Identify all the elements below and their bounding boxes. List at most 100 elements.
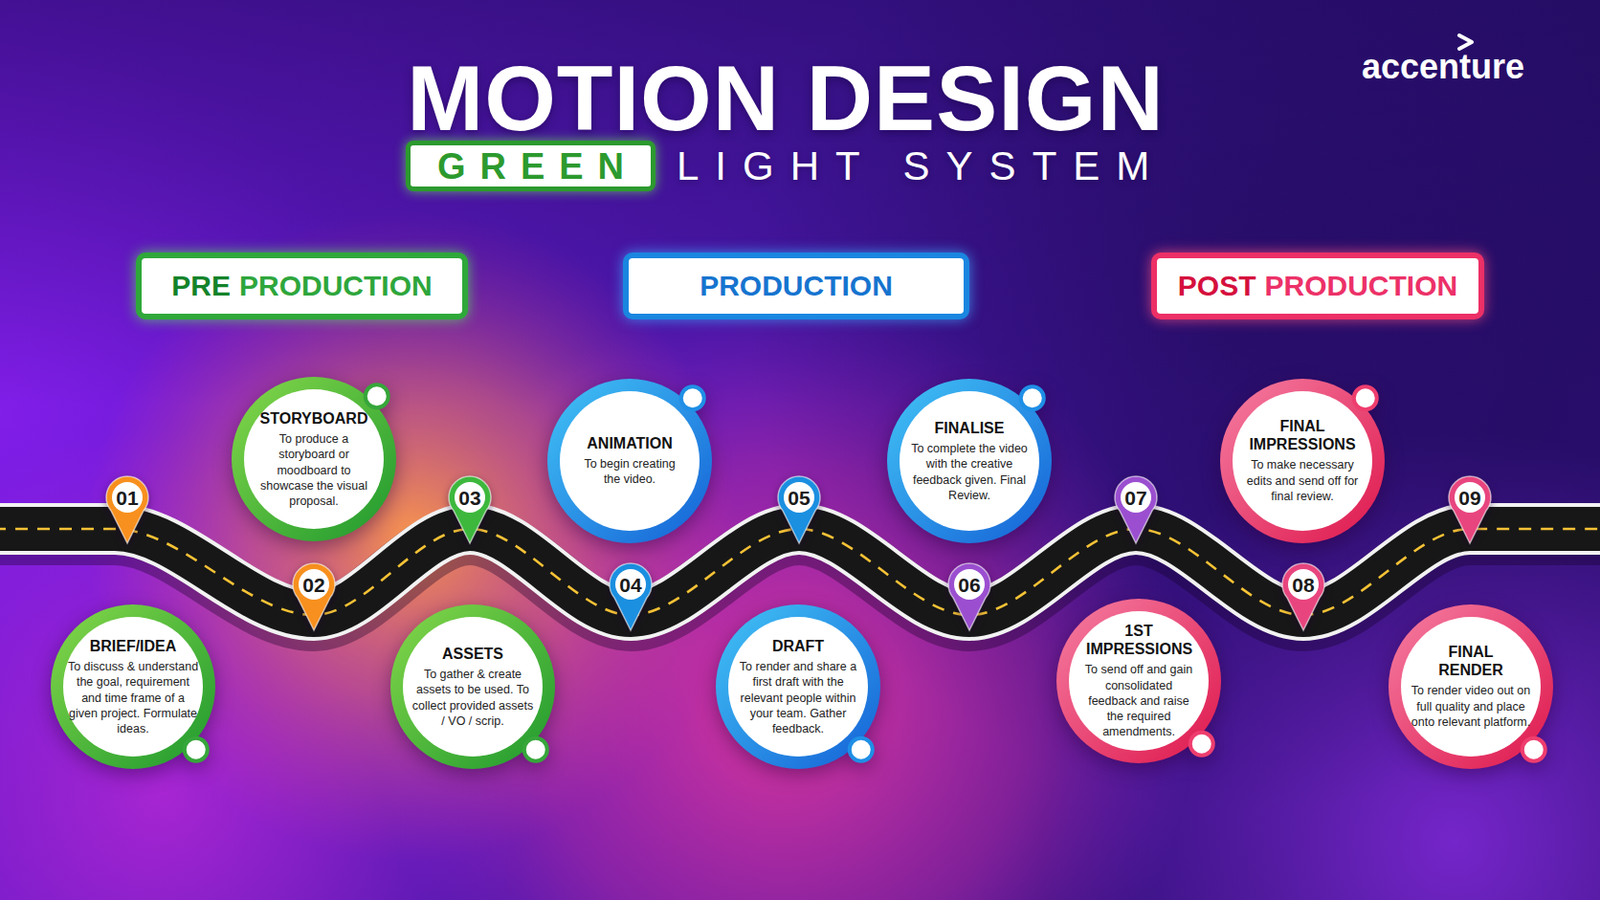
ring-dot: [1354, 386, 1378, 410]
step-circle: BRIEF/IDEATo discuss & understand the go…: [27, 581, 239, 793]
step-circle: FINAL IMPRESSIONS To make necessary edits…: [1197, 355, 1408, 567]
step-heading: 1ST IMPRESSIONS: [1086, 622, 1192, 659]
step-description: To produce a storyboard or moodboard to …: [260, 431, 368, 510]
ring-face: [559, 391, 700, 532]
step-heading: STORYBOARD: [251, 409, 377, 428]
step-text: BRIEF/IDEATo discuss & understand the go…: [61, 637, 205, 737]
phase-title: PRE: [171, 271, 231, 301]
ring-outer: [390, 604, 556, 770]
phase-title: PRODUCTION: [1265, 271, 1459, 301]
ring-dot: [1522, 738, 1546, 762]
map-pin: 09: [1445, 473, 1494, 547]
pin-shape: [445, 473, 494, 547]
ring-face: [244, 389, 384, 530]
callout-number: 03: [445, 473, 494, 522]
phase-box: PRE PRODUCTION: [135, 252, 468, 320]
ring-face: [63, 617, 203, 757]
ring-outer: [231, 377, 397, 542]
pin-shape: [289, 560, 338, 634]
map-pin: 07: [1111, 473, 1160, 547]
callout-number: 08: [1279, 560, 1328, 609]
brand-logo-text: accenture: [1361, 49, 1525, 85]
map-pin: 04: [606, 560, 655, 634]
highlight-word: GREEN: [422, 148, 639, 185]
step-circle: DRAFTTo render and share a first draft w…: [692, 581, 904, 793]
phase-title: PRODUCTION: [239, 271, 433, 301]
step-circle: ANIMATION To begin creating the video.: [524, 355, 735, 567]
callout-number: 09: [1445, 473, 1494, 522]
pin-shape: [945, 560, 994, 634]
ring-face: [728, 617, 868, 757]
map-pin: 02: [289, 560, 338, 634]
callout-number: 02: [289, 560, 338, 609]
callout-number: 04: [606, 560, 655, 609]
map-pin: 05: [775, 473, 823, 547]
pin-shape: [1111, 473, 1160, 547]
map-pin: 06: [945, 560, 994, 634]
step-text: DRAFTTo render and share a first draft w…: [726, 637, 870, 737]
step-text: FINALISE To complete the video with the c…: [897, 419, 1042, 504]
ring-outer: [50, 604, 216, 770]
highlight-box: GREEN: [405, 140, 656, 192]
step-text: ASSETSTo gather & create assets to be us…: [400, 644, 545, 730]
step-description: To gather & create assets to be used. To…: [411, 666, 534, 730]
ring-outer: [887, 378, 1052, 544]
step-text: ANIMATION To begin creating the video.: [557, 434, 702, 489]
step-text: STORYBOARD To produce a storyboard or moo…: [242, 409, 386, 510]
step-description: To make necessary edits and send off for…: [1245, 458, 1359, 506]
ring-face: [899, 391, 1040, 532]
step-heading: FINAL RENDER: [1427, 643, 1514, 680]
ring-face: [402, 617, 543, 757]
step-heading: FINALISE: [907, 419, 1032, 438]
step-circle: 1ST IMPRESSIONSTo send off and gain cons…: [1033, 576, 1245, 787]
logo-mark: [1459, 35, 1472, 49]
phase-title: POST: [1177, 271, 1257, 301]
callout-number: 05: [775, 473, 823, 522]
map-pin: 01: [103, 473, 152, 547]
pin-shape: [1279, 560, 1328, 634]
step-circle: STORYBOARD To produce a storyboard or moo…: [208, 354, 420, 565]
step-heading: ANIMATION: [567, 434, 692, 453]
step-description: To complete the video with the creative …: [904, 441, 1035, 504]
step-text: 1ST IMPRESSIONSTo send off and gain cons…: [1066, 622, 1211, 741]
pin-shape: [1445, 473, 1494, 547]
step-circle: FINALISE To complete the video with the c…: [864, 355, 1075, 567]
phase-title: PRODUCTION: [699, 271, 893, 301]
pin-shape: [606, 560, 655, 634]
step-text: FINAL IMPRESSIONS To make necessary edits…: [1230, 417, 1375, 505]
callout-number: 06: [945, 560, 994, 609]
step-heading: DRAFT: [735, 637, 861, 656]
ring-dot: [1021, 386, 1045, 410]
step-description: To render video out on full quality and …: [1407, 684, 1534, 732]
step-heading: ASSETS: [410, 644, 535, 664]
step-description: To begin creating the video.: [579, 456, 680, 489]
ring-dot: [681, 386, 705, 410]
phase-box: PRODUCTION: [622, 252, 970, 320]
ring-outer: [1220, 378, 1385, 544]
ring-face: [1400, 617, 1541, 757]
ring-dot: [184, 738, 208, 762]
ring-outer: [715, 604, 881, 770]
pin-shape: [103, 473, 152, 547]
pin-shape: [775, 473, 823, 547]
step-heading: FINAL IMPRESSIONS: [1244, 417, 1360, 454]
ring-dot: [1190, 733, 1214, 756]
step-heading: BRIEF/IDEA: [70, 637, 196, 656]
ring-outer: [1056, 599, 1222, 764]
title: MOTION DESIGN: [307, 52, 1265, 145]
subtitle-text: LIGHT SYSTEM: [676, 140, 1166, 192]
callout-number: 07: [1111, 473, 1160, 522]
step-circle: ASSETSTo gather & create assets to be us…: [367, 581, 578, 793]
ring-dot: [365, 384, 389, 408]
callout-number: 01: [103, 473, 152, 522]
step-circle: FINAL RENDER To render video out on full …: [1365, 581, 1577, 793]
step-text: FINAL RENDER To render video out on full …: [1399, 643, 1543, 731]
map-pin: 08: [1279, 560, 1328, 634]
phase-box: POST PRODUCTION: [1151, 252, 1485, 320]
